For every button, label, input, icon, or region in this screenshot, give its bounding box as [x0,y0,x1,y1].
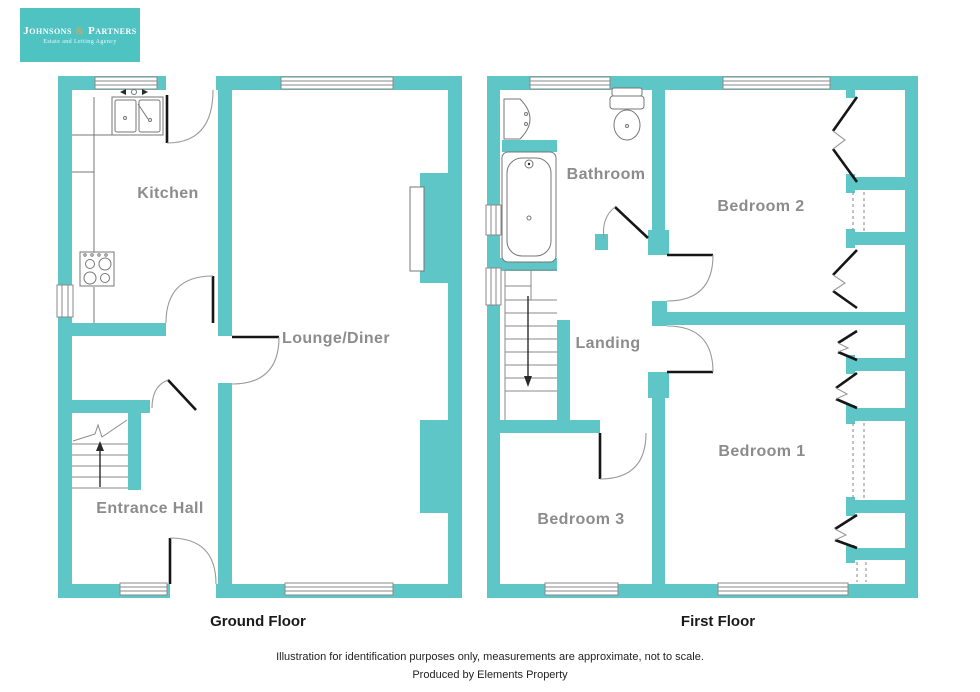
agency-name-right: Partners [88,25,137,37]
kitchen-window [94,76,158,90]
room-label-bedroom2: Bedroom 2 [717,198,804,215]
room-label-kitchen: Kitchen [137,185,198,202]
chimney-breast-upper [420,173,448,283]
bedroom3-door [598,432,647,480]
room-label-lounge-diner: Lounge/Diner [282,330,390,347]
bathroom-side-window [485,204,502,236]
kitchen-sink [111,89,164,136]
bedroom2-door [666,253,714,302]
entrance-hall-window [119,582,168,596]
first-floor-windows [485,76,849,596]
inner-hall-door [151,379,197,411]
landing-side-window [485,267,502,306]
kitchen-counter [72,97,112,323]
ground-floor-caption: Ground Floor [210,613,306,630]
disclaimer-text: Illustration for identification purposes… [276,651,704,663]
lounge-door [231,335,280,385]
agency-ampersand: & [75,25,85,37]
fireplace [409,186,425,272]
wardrobe-rails [852,192,867,582]
kitchen-door [165,275,215,324]
bathroom-window [529,76,611,90]
bathroom-door [602,206,649,240]
first-floor-plan: Bathroom Bedroom 2 Landing Bedroom 1 Bed… [485,76,918,598]
toilet [609,87,645,141]
producer-credit: Produced by Elements Property [412,669,568,681]
agency-logo: Johnsons & Partners Estate and Letting A… [20,8,140,62]
room-label-entrance-hall: Entrance Hall [96,500,203,517]
back-door [165,89,214,144]
bathroom-basin [503,98,531,140]
wardrobe-bifold-doors [831,96,859,550]
room-label-bedroom1: Bedroom 1 [718,443,805,460]
stairs-up [72,419,128,489]
kitchen-stove [79,251,115,287]
room-label-landing: Landing [575,335,640,352]
bedroom1-window [717,582,849,596]
bath-partition [502,140,557,152]
room-label-bathroom: Bathroom [567,166,646,183]
ground-floor-plan: Kitchen Lounge/Diner Entrance Hall [56,76,462,598]
bedroom1-door [666,325,714,374]
stairs-down [504,269,557,420]
lounge-bottom-window [284,582,394,596]
bedroom2-window [722,76,831,90]
front-door [168,537,217,585]
agency-name-left: Johnsons [23,25,72,37]
room-label-bedroom3: Bedroom 3 [537,511,624,528]
lounge-top-window [280,76,394,90]
agency-name: Johnsons & Partners [23,25,136,37]
kitchen-side-window [56,284,74,318]
wardrobe-walls [846,88,905,563]
bathtub [501,151,557,263]
ground-floor-windows [56,76,394,596]
first-floor-caption: First Floor [680,613,756,630]
agency-tagline: Estate and Letting Agency [43,39,117,45]
chimney-breast-lower [420,420,448,513]
bedroom3-window [544,582,619,596]
